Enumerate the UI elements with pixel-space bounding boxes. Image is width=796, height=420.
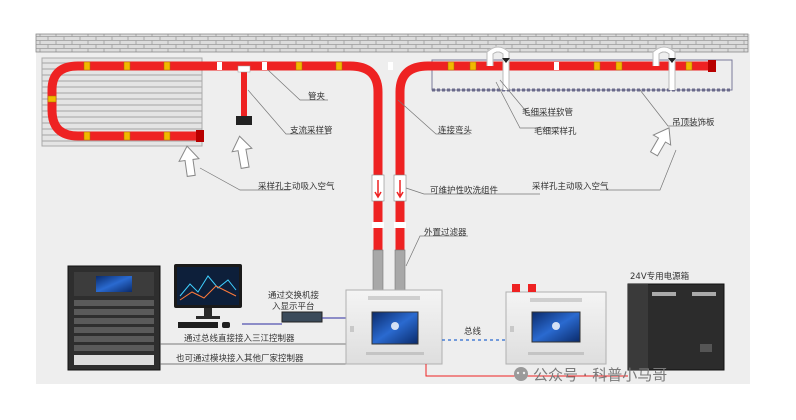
power-line [425,364,628,377]
display-monitor [174,264,242,328]
sampling-holes [47,61,693,141]
label-pipe-clamp: 管夹 [308,91,326,102]
label-bus: 总线 [464,326,482,337]
pipe-end-cap-left [196,130,204,142]
wechat-icon [514,367,528,381]
label-purge-part: 可维护性吹洗组件 [430,185,499,196]
fire-controller-cabinet [67,265,161,371]
label-branch-pipe: 支流采样管 [290,125,333,136]
ceiling-brick-wall [35,33,749,53]
connection-lines [242,317,346,325]
label-connect-elbow: 连接弯头 [438,125,473,136]
branch-tee [237,65,251,73]
label-capillary-hole: 毛细采样孔 [534,126,577,137]
capillary-hole-marker-2 [668,58,676,63]
capillary-hoses [487,46,675,90]
pipe-end-cap-right [708,60,716,72]
capillary-hole-marker-1 [502,58,510,63]
label-power-box: 24V专用电源箱 [630,271,690,282]
label-ceiling-board: 吊顶装饰板 [672,117,715,128]
sampling-pipes [47,61,714,260]
main-aspirating-detector [345,289,443,365]
label-active-suction-right: 采样孔主动吸入空气 [532,181,609,192]
leader-lines [199,69,700,267]
label-active-suction-left: 采样孔主动吸入空气 [258,181,335,192]
pipe-clamps [217,62,559,70]
label-capillary-hose: 毛细采样软管 [522,107,573,118]
label-module-other: 也可通过模块接入其他厂家控制器 [176,353,304,364]
secondary-detector [505,284,607,365]
label-switch-platform-1: 通过交换机接 [268,290,320,301]
label-ext-filter: 外置过滤器 [424,227,467,238]
left-main-pipe [47,61,383,260]
hollow-up-arrow-icons [178,127,672,177]
capillary-outline [486,46,676,90]
branch-pipe-head [236,116,252,125]
label-bus-direct: 通过总线直接接入三江控制器 [184,333,295,344]
network-switch [281,311,323,323]
watermark: 公众号 · 科普小马哥 [514,366,667,384]
right-main-pipe [395,61,714,260]
power-supply-box [627,283,725,371]
label-switch-platform-2: 入显示平台 [272,301,315,312]
watermark-text: 公众号 · 科普小马哥 [533,366,667,384]
bus-wires [160,343,346,365]
